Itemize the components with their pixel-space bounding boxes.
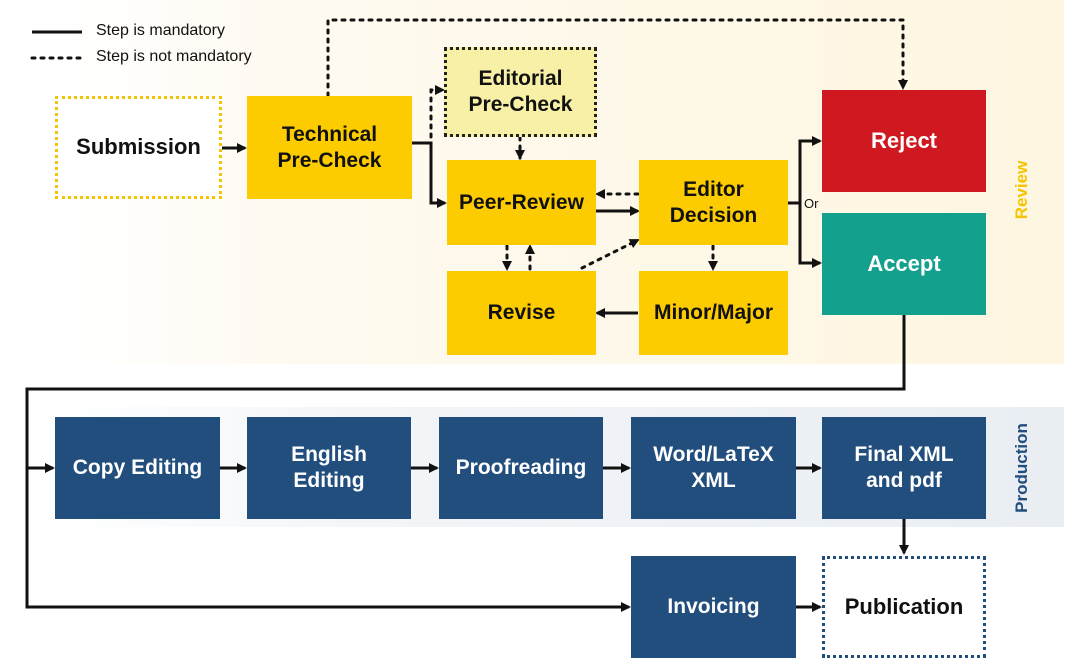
arrow-revise-editor xyxy=(580,238,640,270)
editorial-precheck-box: Editorial Pre-Check xyxy=(444,47,597,137)
arrow-technical-editorial xyxy=(429,85,445,139)
arrow-technical-peerreview xyxy=(411,141,447,208)
reject-box: Reject xyxy=(822,90,986,192)
legend-not-mandatory-label: Step is not mandatory xyxy=(96,48,252,65)
editor-decision-box: Editor Decision xyxy=(639,160,788,245)
accept-box: Accept xyxy=(822,213,986,315)
technical-precheck-box: Technical Pre-Check xyxy=(247,96,412,199)
arrow-or-reject xyxy=(798,136,822,203)
invoicing-box: Invoicing xyxy=(631,556,796,658)
proofreading-box: Proofreading xyxy=(439,417,603,519)
copy-editing-box: Copy Editing xyxy=(55,417,220,519)
arrow-accept-production xyxy=(25,315,906,612)
legend-mandatory-label: Step is mandatory xyxy=(96,22,225,39)
final-xml-pdf-box: Final XML and pdf xyxy=(822,417,986,519)
publication-box: Publication xyxy=(822,556,986,658)
arrow-technical-reject xyxy=(326,18,908,98)
minor-major-box: Minor/Major xyxy=(639,271,788,355)
revise-box: Revise xyxy=(447,271,596,355)
production-section-label: Production xyxy=(1012,423,1031,513)
submission-box: Submission xyxy=(55,96,222,199)
word-latex-xml-box: Word/LaTeX XML xyxy=(631,417,796,519)
peer-review-box: Peer-Review xyxy=(447,160,596,245)
review-section-label: Review xyxy=(1012,160,1031,220)
or-label: Or xyxy=(804,196,819,211)
english-editing-box: English Editing xyxy=(247,417,411,519)
arrow-or-accept xyxy=(798,203,822,268)
